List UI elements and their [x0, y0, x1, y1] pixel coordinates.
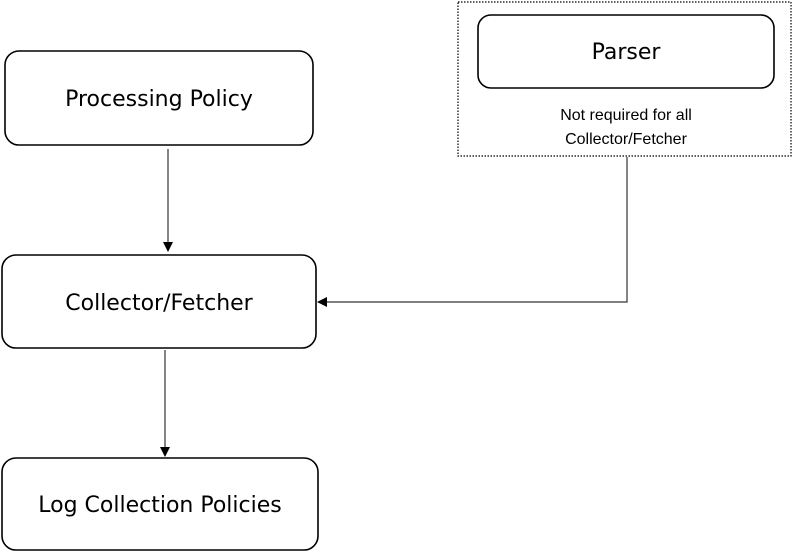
collector-fetcher-label: Collector/Fetcher: [65, 291, 253, 316]
processing-policy-label: Processing Policy: [65, 87, 253, 112]
processing-policy-node[interactable]: Processing Policy: [4, 50, 314, 146]
collector-fetcher-node[interactable]: Collector/Fetcher: [1, 254, 317, 349]
parser-label: Parser: [592, 40, 662, 65]
arrow-parser-to-collector: [317, 157, 628, 307]
log-collection-policies-label: Log Collection Policies: [38, 493, 281, 518]
parser-note-line1: Not required for all: [560, 107, 692, 124]
parser-note-line2: Collector/Fetcher: [565, 131, 687, 148]
parser-node[interactable]: Parser: [477, 14, 775, 89]
log-collection-policies-node[interactable]: Log Collection Policies: [1, 457, 319, 551]
optional-parser-group: [457, 1, 792, 157]
